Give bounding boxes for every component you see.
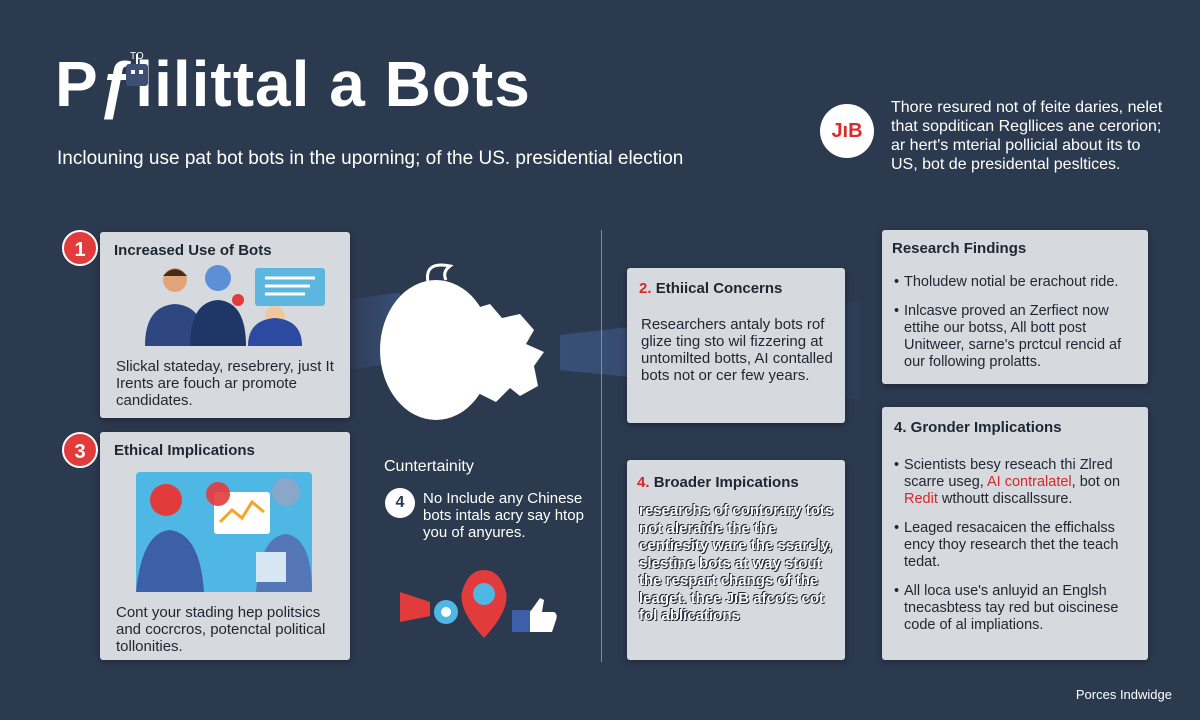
- card-gronder-implications: 4. Gronder Implications Scientists besy …: [882, 407, 1148, 660]
- center-label: Cuntertainity: [384, 458, 474, 475]
- list-item: Inlcasve proved an Zerfiect now ettihe o…: [894, 303, 1142, 371]
- card-body: Slickal stateday, resebrery, just It Ire…: [116, 358, 334, 409]
- card-ethical-implications: Ethical Implications Cont your stading h…: [100, 432, 350, 660]
- list-highlight: AI contralatel: [987, 474, 1072, 490]
- header-note: Thore resured not of feite daries, nelet…: [891, 99, 1163, 173]
- list-highlight: Redit: [904, 491, 938, 507]
- list-text: Scientists besy reseach thi Zlred scarre…: [904, 457, 1113, 490]
- card-research-findings: Research Findings Tholudew notial be era…: [882, 230, 1148, 384]
- list-item: All loca use's anluyid an Englsh tnecasb…: [894, 583, 1142, 634]
- social-location-icon: [400, 570, 557, 638]
- list-text: Leaged resacaicen the effichalss ency th…: [904, 520, 1119, 570]
- card-title: 2. Ethiical Concerns: [639, 280, 782, 297]
- card-body: Researchers antaly bots rof glize ting s…: [641, 316, 833, 384]
- people-illustration-icon: [120, 264, 340, 346]
- list-item: Leaged resacaicen the effichalss ency th…: [894, 520, 1142, 571]
- findings-list: Tholudew notial be erachout ride. Inlcas…: [894, 274, 1142, 383]
- card-title-text: Broader Impications: [653, 474, 799, 491]
- card-title-text: Ethiical Concerns: [655, 280, 783, 297]
- list-text: All loca use's anluyid an Englsh tnecasb…: [904, 583, 1119, 633]
- title-mark-label: TO: [130, 51, 144, 62]
- implications-list: Scientists besy reseach thi Zlred scarre…: [894, 457, 1142, 646]
- number-badge-1: 1: [62, 230, 98, 266]
- card-number: 4.: [637, 474, 650, 491]
- robot-head-icon: [126, 54, 148, 86]
- list-text: wthoutt discallssure.: [937, 491, 1073, 507]
- vertical-divider: [601, 230, 602, 662]
- logo-badge: JıB: [820, 104, 874, 158]
- footer-credit: Porces Indwidge: [1075, 687, 1172, 702]
- card-title: Research Findings: [892, 240, 1027, 257]
- globe-map-icon: [380, 263, 544, 420]
- card-title: 4. Broader Impications: [637, 474, 799, 491]
- page-subtitle: Inclouning use pat bot bots in the uporn…: [57, 148, 684, 169]
- card-title: 4. Gronder Implications: [894, 419, 1062, 436]
- list-text: , bot on: [1071, 474, 1121, 490]
- list-item: Tholudew notial be erachout ride.: [894, 274, 1142, 291]
- card-number: 2.: [639, 280, 652, 297]
- card-body: Cont your stading hep politsics and cocr…: [116, 604, 326, 655]
- card-body: researchs of contorary tots not aleraide…: [639, 502, 834, 624]
- card-ethical-concerns: 2. Ethiical Concerns Researchers antaly …: [627, 268, 845, 423]
- card-title: Ethical Implications: [114, 442, 255, 459]
- card-increased-use: Increased Use of Bots Slickal stateday, …: [100, 232, 350, 418]
- list-item: Scientists besy reseach thi Zlred scarre…: [894, 457, 1142, 508]
- center-text: No Include any Chinese bots intals acry …: [423, 490, 584, 541]
- number-badge-3: 3: [62, 432, 98, 468]
- card-title: Increased Use of Bots: [114, 242, 272, 259]
- card-broader-impications: 4. Broader Impications researchs of cont…: [627, 460, 845, 660]
- team-chart-illustration-icon: [136, 472, 312, 592]
- number-badge-4-center: 4: [385, 488, 415, 518]
